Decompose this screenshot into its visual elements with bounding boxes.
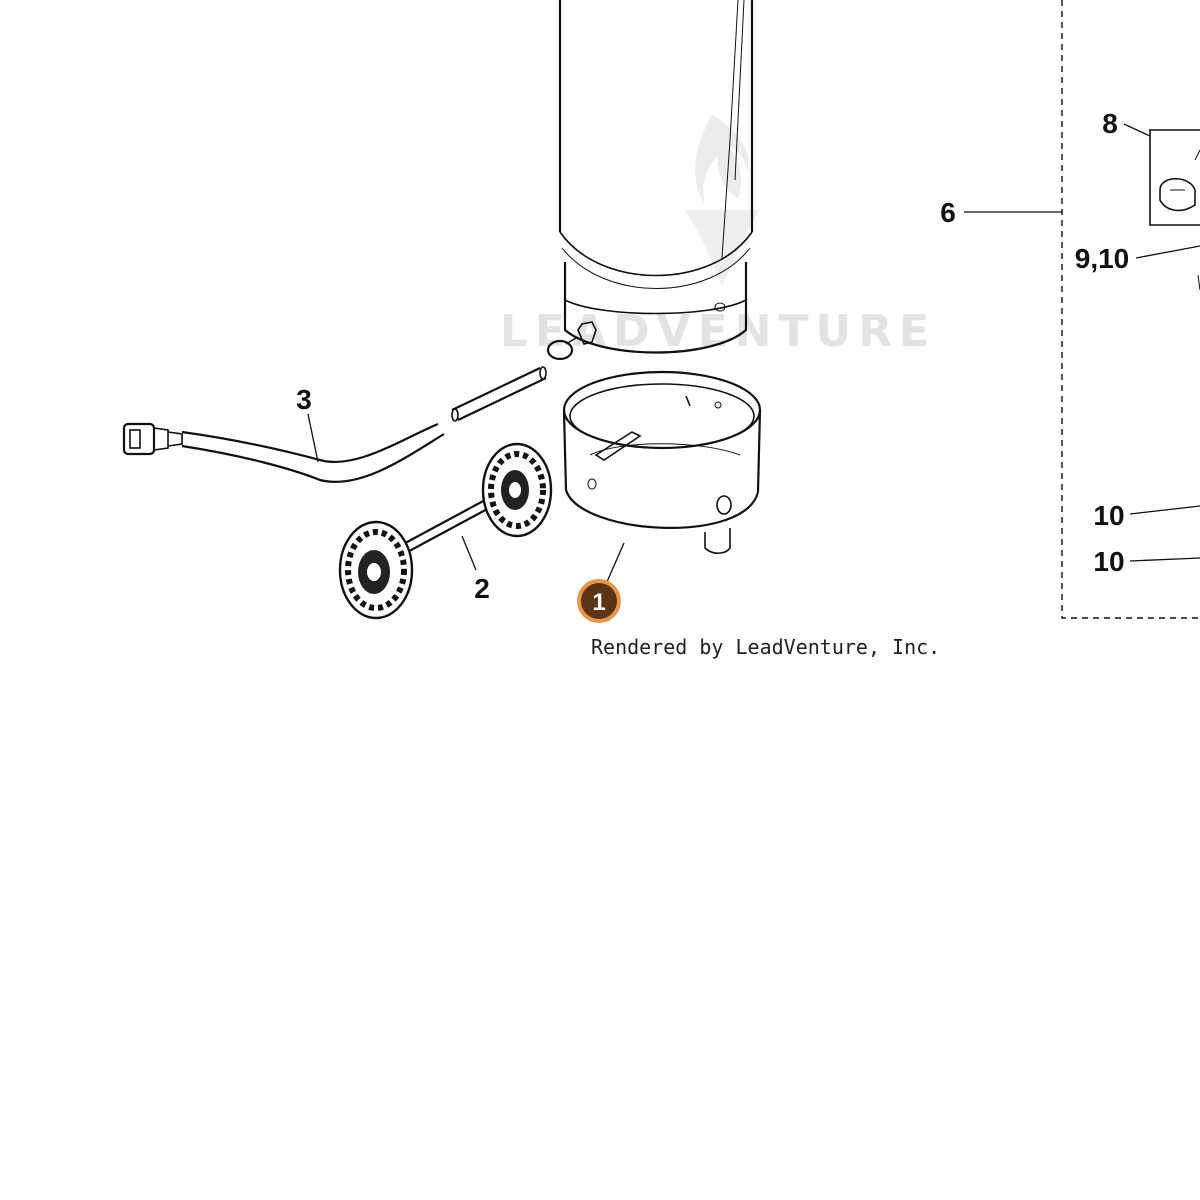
wheel-axle-assembly [338,442,553,620]
part-8-box [1149,129,1200,226]
callout-3[interactable]: 3 [296,384,312,415]
hose-assembly [122,366,547,483]
callout-10-lower[interactable]: 10 [1093,546,1124,577]
air-tank [558,0,754,354]
callout-8[interactable]: 8 [1102,108,1118,139]
base-ring [562,370,762,555]
rear-wheel [481,442,553,538]
callout-6[interactable]: 6 [940,197,956,228]
kit-boundary [1061,0,1200,619]
callout-10-upper[interactable]: 10 [1093,500,1124,531]
render-credit: Rendered by LeadVenture, Inc. [591,635,940,659]
callout-2[interactable]: 2 [474,573,490,604]
highlight-badge [581,583,617,619]
hose-clamp [546,337,577,361]
leader-lines [307,123,1200,585]
callout-1-highlighted[interactable]: 1 [577,579,621,623]
front-wheel [338,520,414,620]
callout-1[interactable]: 1 [592,589,605,616]
callout-9-10[interactable]: 9,10 [1075,243,1130,274]
